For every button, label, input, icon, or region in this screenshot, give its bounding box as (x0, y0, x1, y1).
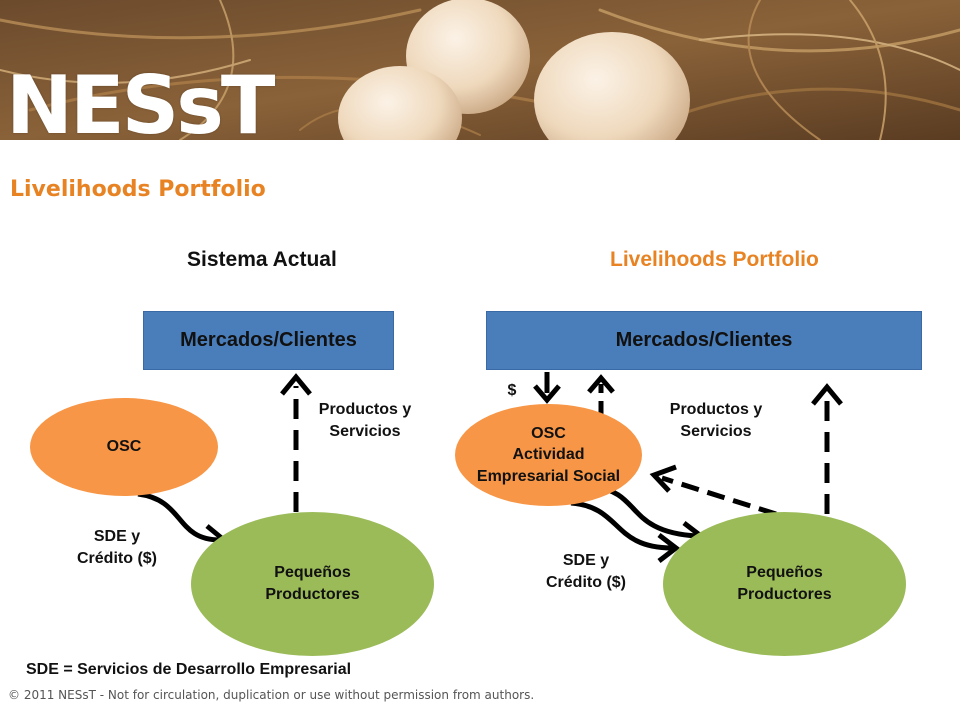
copyright-notice: © 2011 NESsT - Not for circulation, dupl… (8, 688, 535, 702)
left-osc-ellipse: OSC (30, 398, 218, 496)
money-label: $ (507, 382, 517, 399)
right-sde-arrowhead-2 (657, 533, 681, 563)
right-market-box: Mercados/Clientes (486, 311, 922, 370)
left-osc-label: OSC (106, 438, 142, 456)
left-products-arrowhead (280, 373, 312, 396)
right-osc-ellipse: OSC Actividad Empresarial Social (455, 404, 642, 506)
left-producers-ellipse: Pequeños Productores (191, 512, 434, 656)
nesst-logo: NESsT (6, 59, 275, 152)
left-products-label: Productos y Servicios (318, 401, 412, 440)
page-title: Livelihoods Portfolio (10, 177, 266, 202)
header-banner (0, 0, 960, 140)
left-market-box: Mercados/Clientes (143, 311, 394, 370)
osc-products-arrowhead (587, 374, 615, 394)
producers-to-osc-arrowhead (649, 464, 677, 493)
left-producers-label: Pequeños Productores (265, 564, 360, 603)
current-system-heading: Sistema Actual (187, 248, 337, 271)
right-products-label: Productos y Servicios (669, 401, 763, 440)
right-sde-label: SDE y Crédito ($) (546, 552, 626, 591)
right-producers-label: Pequeños Productores (737, 564, 832, 603)
livelihoods-portfolio-heading: Livelihoods Portfolio (610, 248, 819, 271)
right-products-arrowhead (811, 383, 843, 406)
producers-to-osc-dashed-arrow (661, 475, 777, 517)
right-producers-ellipse: Pequeños Productores (663, 512, 906, 656)
left-sde-label: SDE y Crédito ($) (77, 528, 157, 567)
nest-eggs-image (0, 0, 960, 140)
left-sde-curved-arrow (137, 491, 221, 543)
sde-footnote: SDE = Servicios de Desarrollo Empresaria… (26, 661, 352, 678)
right-sde-curved-arrow-2 (570, 500, 673, 551)
money-down-arrowhead (533, 384, 561, 404)
right-sde-curved-arrow-1 (593, 484, 698, 539)
right-osc-label: OSC Actividad Empresarial Social (476, 424, 621, 485)
